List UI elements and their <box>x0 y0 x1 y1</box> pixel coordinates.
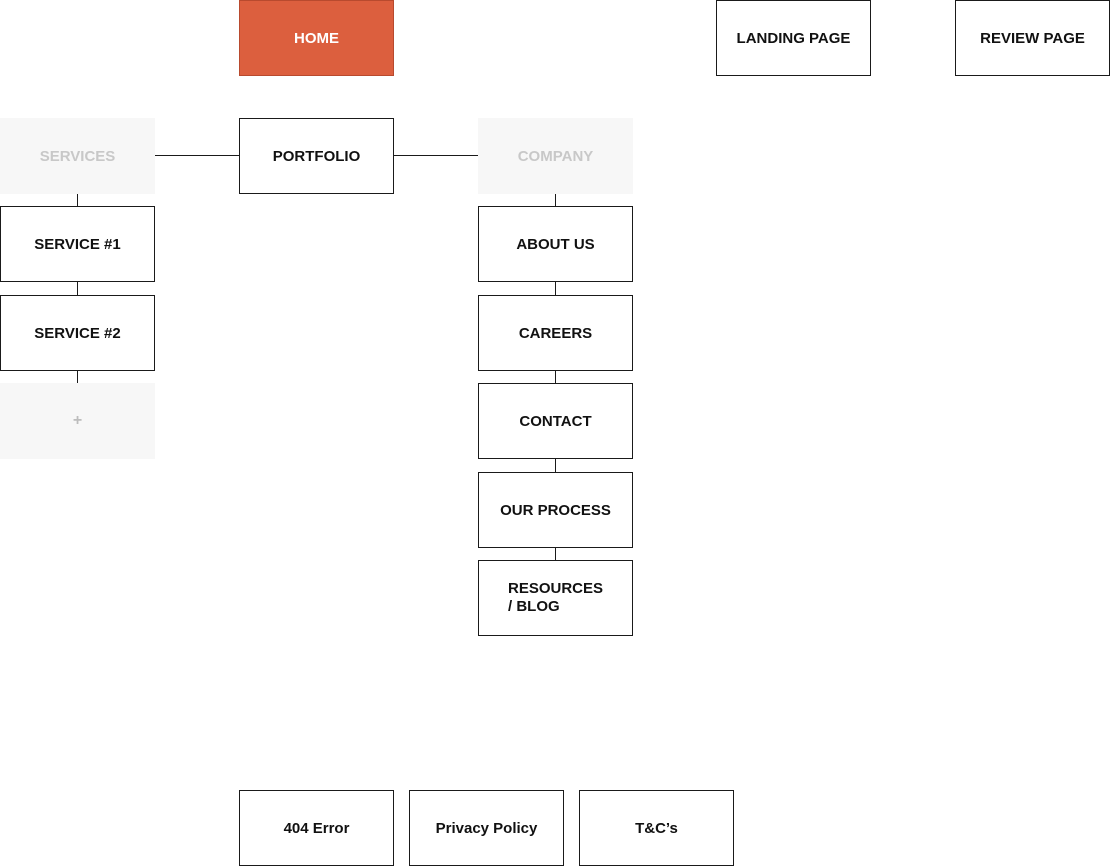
services-node[interactable]: SERVICES <box>0 118 155 194</box>
company-node[interactable]: COMPANY <box>478 118 633 194</box>
resources-blog-label: RESOURCES / BLOG <box>508 580 603 616</box>
service-2-node[interactable]: SERVICE #2 <box>0 295 155 371</box>
about-us-label: ABOUT US <box>516 235 595 253</box>
service-1-node[interactable]: SERVICE #1 <box>0 206 155 282</box>
landing-page-label: LANDING PAGE <box>736 29 851 47</box>
services-child-connector <box>77 194 78 207</box>
company-child-connector <box>555 371 556 384</box>
our-process-node[interactable]: OUR PROCESS <box>478 472 633 548</box>
company-label: COMPANY <box>517 147 594 165</box>
our-process-label: OUR PROCESS <box>500 501 611 519</box>
plus-icon: + <box>72 412 83 429</box>
careers-label: CAREERS <box>518 324 593 342</box>
services-label: SERVICES <box>39 147 116 165</box>
about-us-node[interactable]: ABOUT US <box>478 206 633 282</box>
portfolio-node[interactable]: PORTFOLIO <box>239 118 394 194</box>
error-404-node[interactable]: 404 Error <box>239 790 394 866</box>
landing-page-node[interactable]: LANDING PAGE <box>716 0 871 76</box>
services-child-connector <box>77 371 78 384</box>
resources-blog-node[interactable]: RESOURCES / BLOG <box>478 560 633 636</box>
resources-label-line1: RESOURCES <box>508 580 604 597</box>
company-child-connector <box>555 194 556 207</box>
company-child-connector <box>555 548 556 561</box>
review-page-label: REVIEW PAGE <box>980 29 1085 47</box>
contact-label: CONTACT <box>519 412 592 430</box>
services-child-connector <box>77 282 78 295</box>
home-node[interactable]: HOME <box>239 0 394 76</box>
careers-node[interactable]: CAREERS <box>478 295 633 371</box>
privacy-policy-node[interactable]: Privacy Policy <box>409 790 564 866</box>
terms-node[interactable]: T&C’s <box>579 790 734 866</box>
portfolio-label: PORTFOLIO <box>272 147 361 165</box>
company-child-connector <box>555 282 556 295</box>
services-portfolio-connector <box>155 155 239 156</box>
terms-label: T&C’s <box>635 819 678 837</box>
service-1-label: SERVICE #1 <box>34 235 121 253</box>
error-404-label: 404 Error <box>283 819 350 837</box>
resources-label-line2: / BLOG <box>508 598 560 615</box>
review-page-node[interactable]: REVIEW PAGE <box>955 0 1110 76</box>
home-label: HOME <box>294 29 339 47</box>
add-service-button[interactable]: + <box>0 383 155 459</box>
privacy-policy-label: Privacy Policy <box>435 819 538 837</box>
contact-node[interactable]: CONTACT <box>478 383 633 459</box>
portfolio-company-connector <box>394 155 478 156</box>
company-child-connector <box>555 459 556 472</box>
service-2-label: SERVICE #2 <box>34 324 121 342</box>
